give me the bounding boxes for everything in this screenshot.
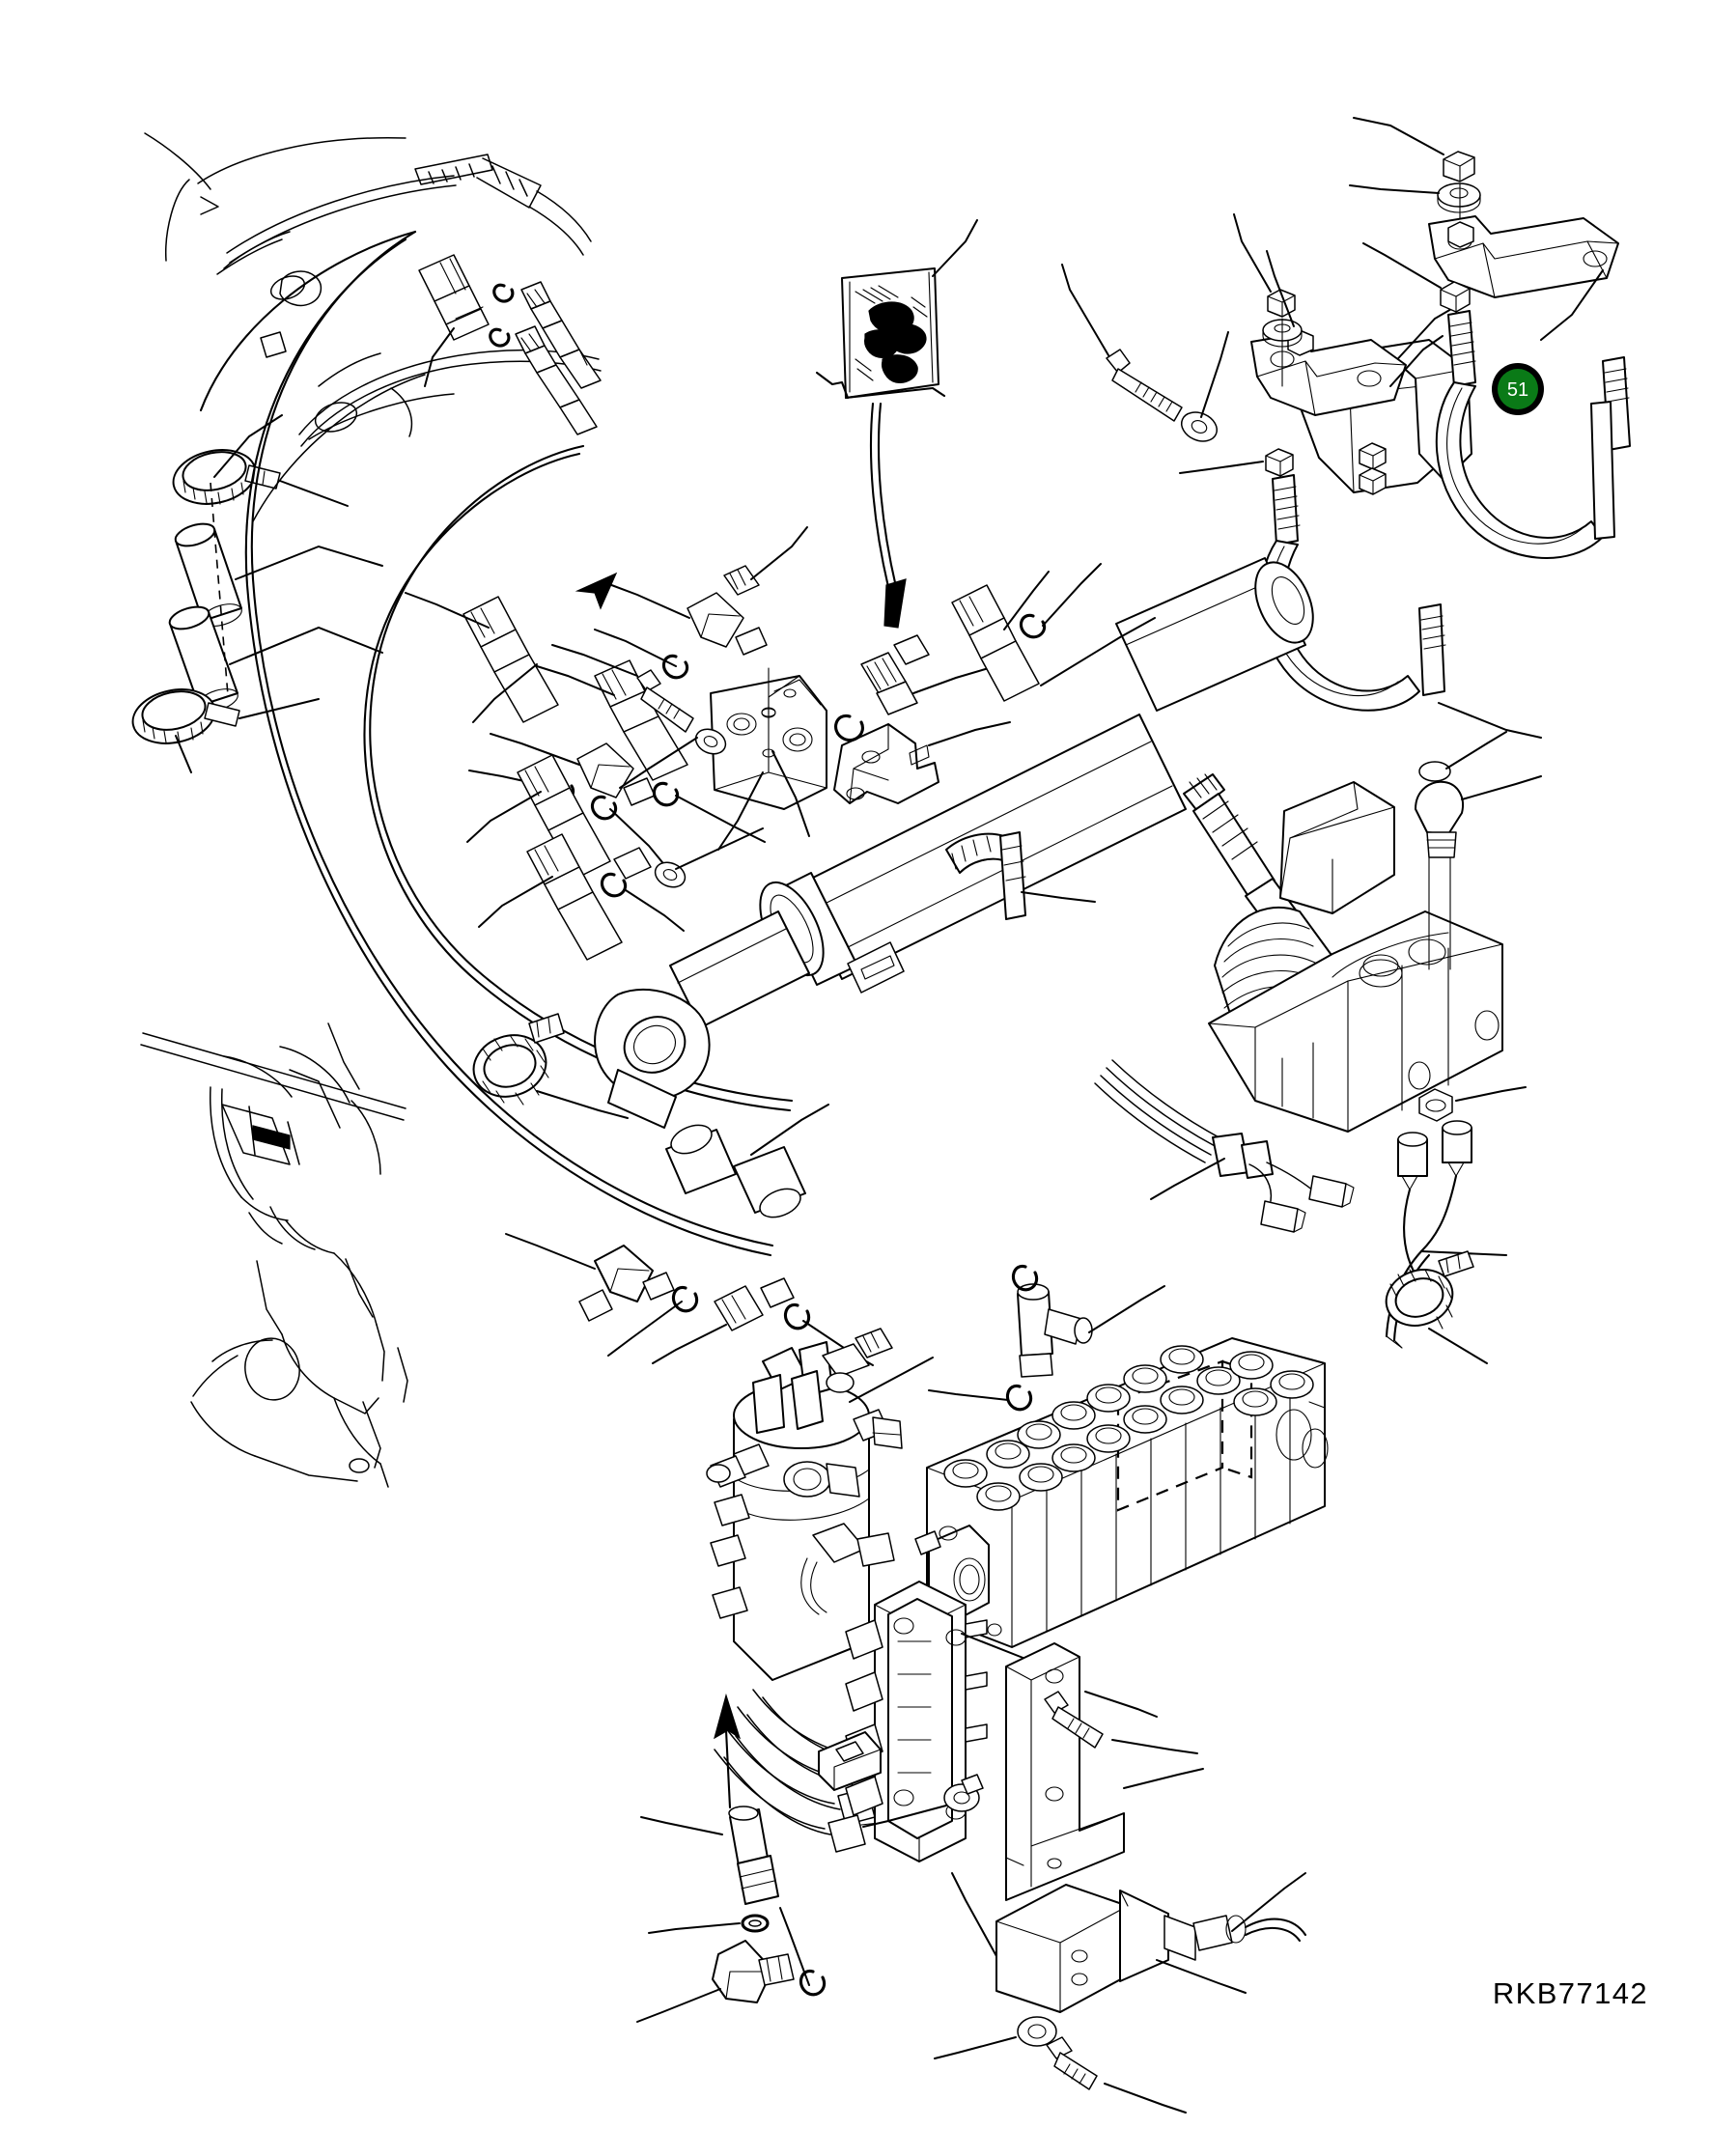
- joystick-control-console: [1183, 773, 1503, 1133]
- hex-bolt-solenoid: [1017, 2016, 1098, 2090]
- worm-drive-hose-clamp-mid: [472, 1013, 629, 1119]
- elbow-fitting-left-lower: [576, 742, 656, 806]
- worm-drive-hose-clamp-lower: [131, 688, 240, 744]
- mounting-strap-upper: [1428, 215, 1619, 298]
- hex-bolt-bracket-lower: [943, 1774, 984, 1812]
- hex-bolt-left: [1106, 349, 1183, 422]
- hose-detail-inset: [815, 219, 978, 629]
- hose-end-right: [951, 584, 1040, 702]
- flat-washer-top-right: [1437, 182, 1481, 213]
- hose-end-lower-a: [517, 754, 611, 880]
- elbow-fitting-left-upper: [687, 565, 768, 656]
- boom-structure-outline: [144, 132, 602, 447]
- adapter-fitting-right: [860, 634, 930, 715]
- hose-manifold-plate: [818, 1581, 1050, 1862]
- machine-frame-outline: [140, 1022, 408, 1488]
- hex-bolt-manifold: [636, 669, 694, 733]
- protective-sleeve-upper: [174, 522, 242, 627]
- hex-nut-right: [1440, 281, 1471, 313]
- flat-washer-left-bolt: [1180, 411, 1219, 442]
- u-bolt-right: [1435, 310, 1631, 559]
- hex-nut-center-a: [1359, 442, 1387, 470]
- hex-nut-left-lower: [1265, 448, 1294, 477]
- push-button-knob-assembly: [1415, 731, 1542, 970]
- hose-clamp-bracket-assembly: [1061, 117, 1631, 739]
- hex-nut-center-b: [1359, 467, 1387, 495]
- adapter-nut-lower: [613, 847, 687, 888]
- hose-end-left-b: [463, 596, 559, 723]
- solenoid-valve: [934, 1872, 1307, 2114]
- svg-text:51: 51: [1507, 379, 1528, 401]
- control-valve-bank: [914, 1337, 1329, 1657]
- worm-drive-hose-clamp-upper: [172, 449, 281, 505]
- boom-hose-bundle: [414, 154, 592, 256]
- flat-washer-manifold: [694, 728, 727, 755]
- drawing-number: RKB77142: [1492, 1976, 1648, 2010]
- console-mount-hardware: [1385, 1086, 1527, 1349]
- cable-tie-clamp: [1385, 1250, 1488, 1364]
- manifold-fitting-cluster: [405, 526, 1156, 961]
- cylinder-hose-guard-band: [945, 831, 1096, 920]
- hex-bolt-bracket-upper: [1044, 1691, 1104, 1749]
- elbow-fitting-lower-left: [505, 1233, 698, 1357]
- solenoid-mount-bracket: [862, 1642, 1204, 1901]
- protective-sleeve-lower: [168, 605, 238, 712]
- mounting-strap-left: [1250, 329, 1407, 416]
- hose-end-lower-b: [526, 833, 623, 961]
- cylinder-mount-bracket: [833, 721, 1011, 804]
- vertical-adapter-bottom: [636, 1693, 826, 2023]
- manifold-block: [710, 667, 827, 851]
- hose-clamp-sleeve-stack: [131, 414, 383, 773]
- callout-badge-51[interactable]: 51: [1492, 363, 1544, 415]
- protective-tube-pair: [665, 1104, 829, 1218]
- adapter-fitting-lower-left: [652, 1277, 874, 1366]
- valve-inlet-adapter: [928, 1264, 1165, 1412]
- wiring-harness: [1094, 1059, 1355, 1233]
- hose-end-cluster-upper-left: [418, 254, 602, 435]
- hex-nut-top-right: [1443, 151, 1475, 182]
